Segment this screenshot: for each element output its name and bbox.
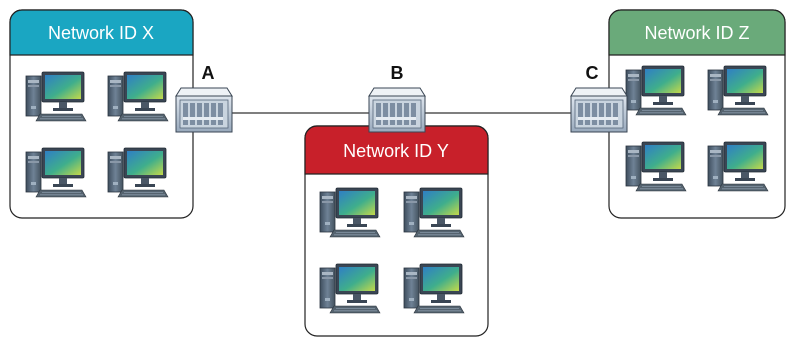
network-x-header — [9, 9, 194, 56]
network-y: Network ID Y — [304, 125, 489, 337]
network-y-header — [304, 125, 489, 175]
router-a-label: A — [202, 63, 215, 83]
router-b-label: B — [391, 63, 404, 83]
network-x-title: Network ID X — [48, 23, 154, 43]
network-z-title: Network ID Z — [644, 23, 749, 43]
router-b[interactable]: B — [368, 63, 426, 133]
router-c[interactable]: C — [570, 63, 628, 133]
router-icon — [570, 87, 628, 133]
network-y-title: Network ID Y — [343, 141, 449, 161]
network-x: Network ID X — [9, 9, 194, 219]
router-c-label: C — [586, 63, 599, 83]
network-z: Network ID Z — [608, 9, 786, 219]
router-icon — [175, 87, 233, 133]
router-a[interactable]: A — [175, 63, 233, 133]
router-icon — [368, 87, 426, 133]
network-z-header — [608, 9, 786, 56]
